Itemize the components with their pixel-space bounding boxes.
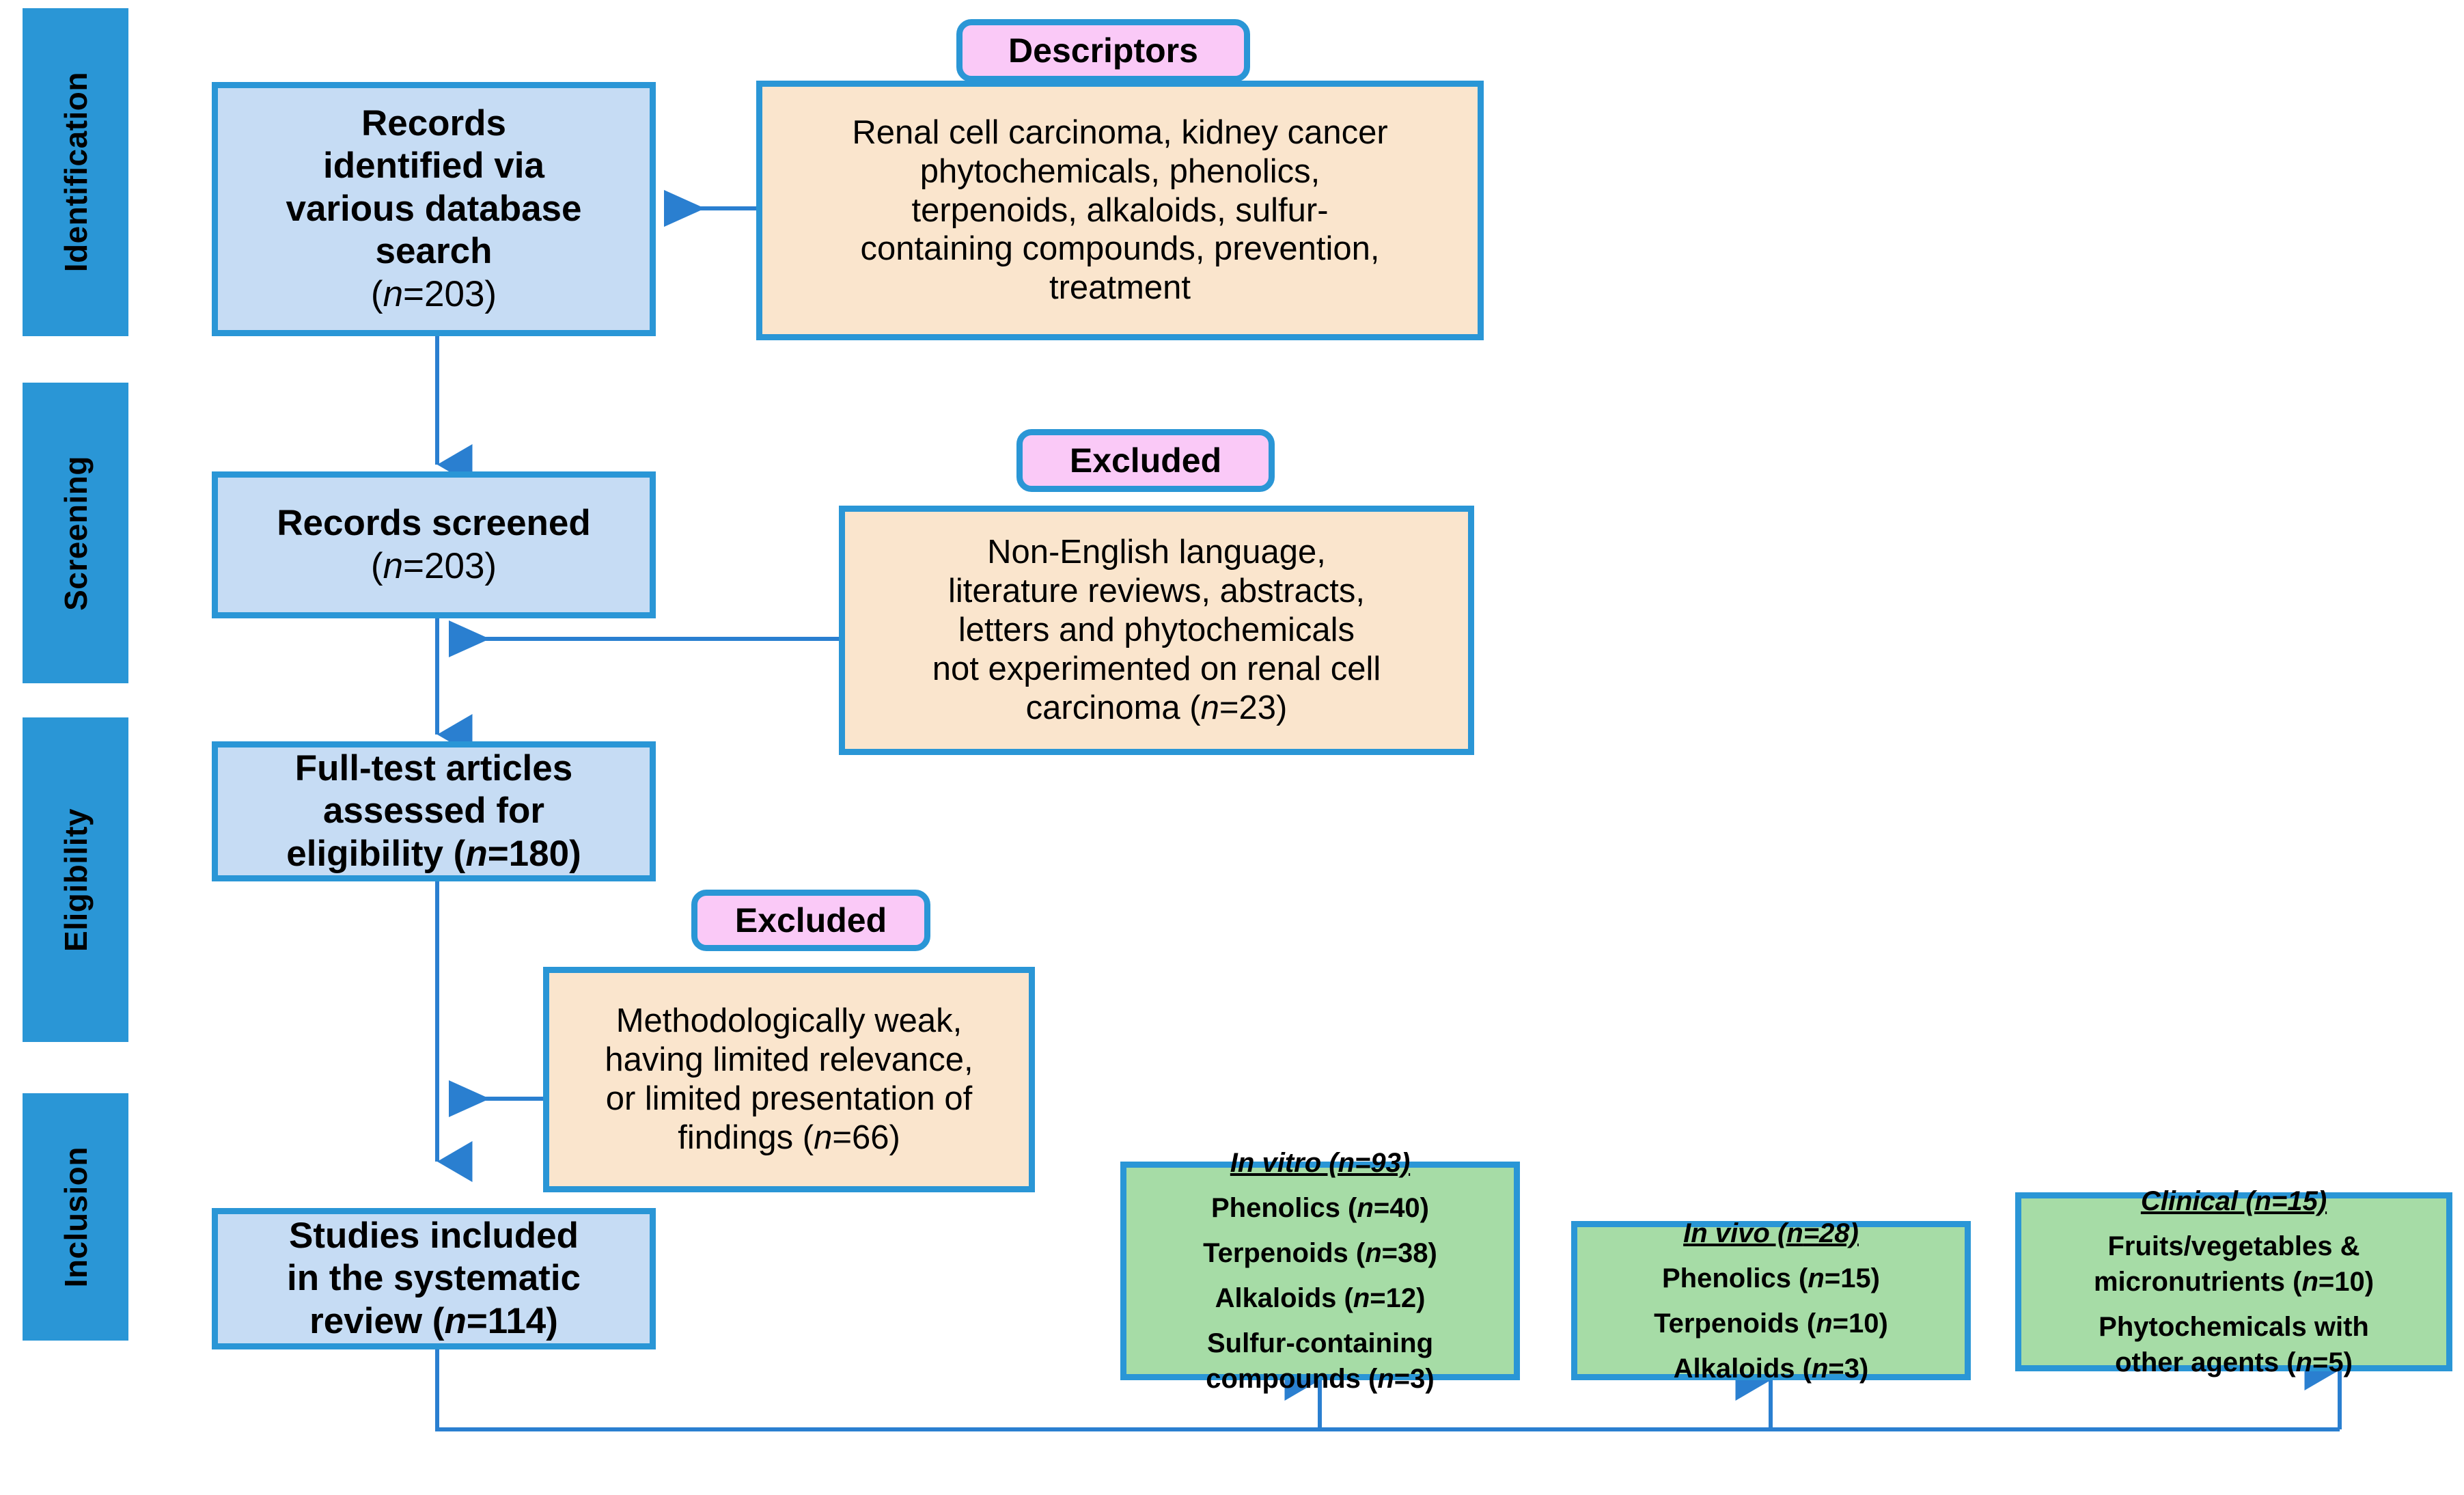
full-text-line-3: eligibility (n=180) [286, 833, 581, 874]
box-excluded-eligibility[interactable]: Methodologically weak, having limited re… [543, 967, 1035, 1192]
descriptors-line-3: terpenoids, alkaloids, sulfur- [911, 191, 1329, 229]
records-identified-line-3: various database [286, 188, 582, 229]
phase-tab-inclusion[interactable]: Inclusion [23, 1093, 128, 1341]
tab-excluded-screening[interactable]: Excluded [1016, 429, 1275, 492]
box-excluded-screening[interactable]: Non-English language, literature reviews… [839, 506, 1474, 755]
records-identified-line-1: Records [361, 102, 507, 143]
descriptors-line-1: Renal cell carcinoma, kidney cancer [852, 113, 1388, 151]
descriptors-line-4: containing compounds, prevention, [860, 230, 1380, 268]
in-vivo-item-3: Alkaloids (n=3) [1673, 1353, 1869, 1384]
box-in-vitro[interactable]: In vitro (n=93) Phenolics (n=40) Terpeno… [1120, 1148, 1520, 1394]
records-screened-line-1: Records screened [277, 502, 591, 543]
tab-descriptors-label: Descriptors [1008, 31, 1198, 70]
in-vitro-item-5: compounds (n=3) [1206, 1364, 1435, 1394]
excluded-screening-line-5: carcinoma (n=23) [1025, 689, 1288, 726]
phase-label-eligibility: Eligibility [57, 808, 94, 952]
box-records-identified[interactable]: Records identified via various database … [212, 82, 656, 336]
phase-label-identification: Identification [57, 72, 94, 273]
records-identified-line-4: search [375, 231, 493, 272]
phase-tab-eligibility[interactable]: Eligibility [23, 717, 128, 1042]
phase-tab-identification[interactable]: Identification [23, 8, 128, 336]
in-vitro-item-2: Terpenoids (n=38) [1203, 1238, 1437, 1268]
box-studies-included[interactable]: Studies included in the systematic revie… [212, 1208, 656, 1349]
excluded-screening-line-4: not experimented on renal cell [932, 650, 1381, 687]
studies-included-line-3: review (n=114) [309, 1300, 558, 1341]
excluded-eligibility-line-3: or limited presentation of [605, 1080, 973, 1117]
in-vitro-item-3: Alkaloids (n=12) [1215, 1283, 1426, 1313]
studies-included-line-2: in the systematic [286, 1258, 581, 1299]
box-descriptors[interactable]: Renal cell carcinoma, kidney cancer phyt… [756, 81, 1484, 340]
in-vitro-item-4: Sulfur-containing [1206, 1328, 1434, 1358]
clinical-item-3: Phytochemicals with [2099, 1312, 2369, 1342]
excluded-screening-line-1: Non-English language, [987, 534, 1326, 571]
records-screened-count: (n=203) [370, 545, 497, 586]
excluded-screening-line-3: letters and phytochemicals [958, 612, 1355, 649]
records-identified-count: (n=203) [370, 273, 497, 314]
phase-label-inclusion: Inclusion [57, 1146, 94, 1288]
full-text-line-2: assessed for [322, 791, 545, 832]
tab-descriptors[interactable]: Descriptors [956, 19, 1250, 82]
box-records-screened[interactable]: Records screened (n=203) [212, 471, 656, 618]
excluded-eligibility-line-4: findings (n=66) [678, 1119, 900, 1156]
box-clinical[interactable]: Clinical (n=15) Fruits/vegetables & micr… [2015, 1186, 2452, 1377]
clinical-item-4: other agents (n=5) [2115, 1347, 2353, 1377]
clinical-heading: Clinical (n=15) [2140, 1186, 2327, 1216]
phase-tab-screening[interactable]: Screening [23, 383, 128, 683]
excluded-screening-line-2: literature reviews, abstracts, [948, 573, 1365, 610]
tab-excluded-screening-label: Excluded [1069, 441, 1222, 480]
box-in-vivo[interactable]: In vivo (n=28) Phenolics (n=15) Terpenoi… [1571, 1218, 1971, 1384]
box-full-text-assessed[interactable]: Full-test articles assessed for eligibil… [212, 741, 656, 881]
phase-label-screening: Screening [57, 455, 94, 611]
tab-excluded-eligibility-label: Excluded [734, 901, 887, 939]
full-text-line-1: Full-test articles [294, 748, 573, 788]
studies-included-line-1: Studies included [288, 1215, 579, 1256]
in-vivo-heading: In vivo (n=28) [1683, 1218, 1859, 1248]
in-vivo-item-1: Phenolics (n=15) [1662, 1263, 1880, 1293]
in-vivo-item-2: Terpenoids (n=10) [1654, 1308, 1888, 1339]
descriptors-line-5: treatment [1049, 269, 1191, 307]
excluded-eligibility-line-2: having limited relevance, [605, 1041, 973, 1079]
clinical-item-1: Fruits/vegetables & [2107, 1231, 2360, 1261]
in-vitro-heading: In vitro (n=93) [1230, 1148, 1411, 1178]
tab-excluded-eligibility[interactable]: Excluded [691, 890, 930, 951]
descriptors-line-2: phytochemicals, phenolics, [919, 152, 1320, 190]
excluded-eligibility-line-1: Methodologically weak, [615, 1002, 963, 1040]
in-vitro-item-1: Phenolics (n=40) [1211, 1193, 1429, 1223]
clinical-item-2: micronutrients (n=10) [2093, 1267, 2375, 1297]
records-identified-line-2: identified via [323, 146, 544, 187]
